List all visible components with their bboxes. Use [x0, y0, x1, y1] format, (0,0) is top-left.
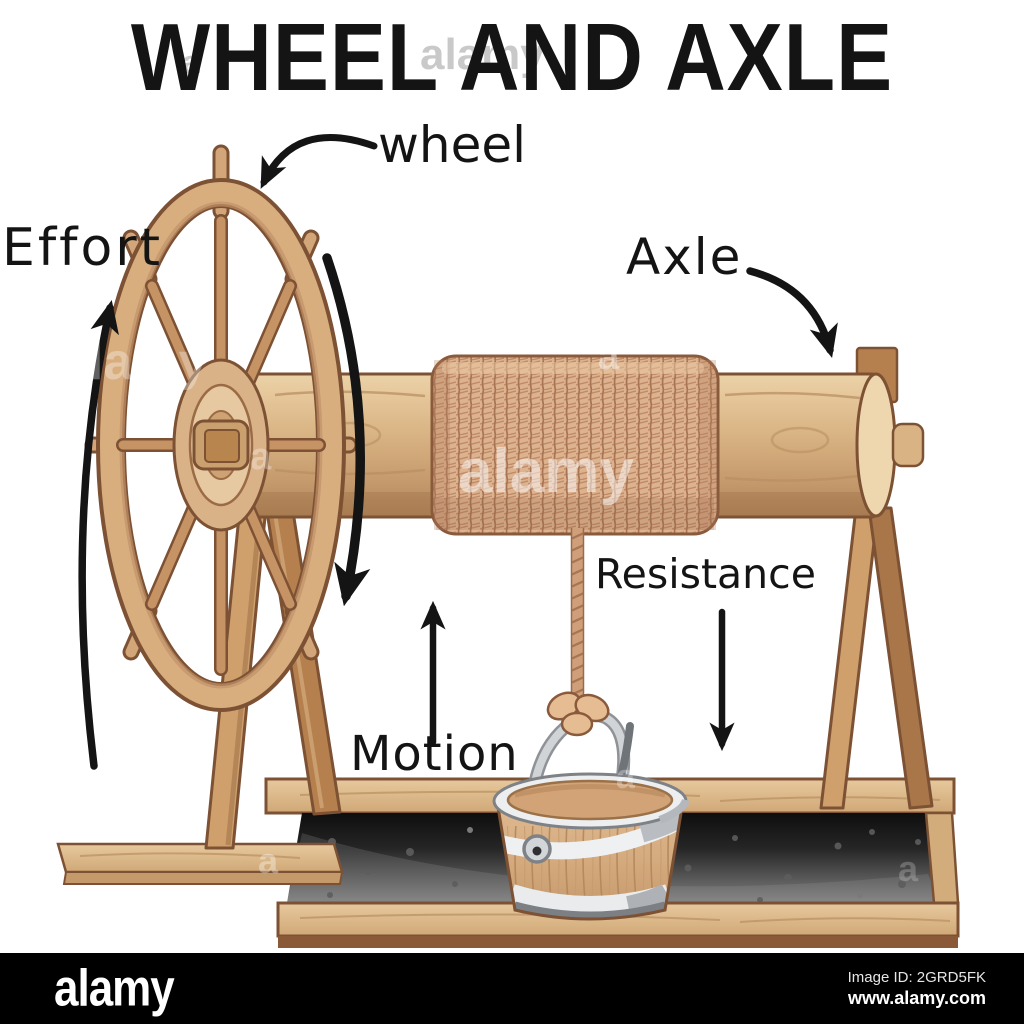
- axle-arrow-icon: [746, 267, 838, 358]
- bucket: [492, 772, 690, 921]
- label-axle: Axle: [626, 228, 743, 286]
- rope-knot: [546, 691, 610, 737]
- image-id-text: Image ID: 2GRD5FK: [847, 969, 986, 986]
- annotation-arrows: [78, 134, 838, 770]
- right-support-frame: [819, 346, 934, 810]
- alamy-logo: alamy: [54, 959, 175, 1017]
- base-plank: [56, 842, 344, 885]
- label-motion: Motion: [350, 726, 519, 782]
- label-resistance: Resistance: [595, 550, 816, 598]
- well-front-rail: [276, 901, 960, 948]
- hanging-rope: [570, 528, 585, 704]
- label-effort: Effort: [2, 218, 164, 278]
- effort-arrow-icon: [78, 299, 119, 770]
- rope-coil: [430, 354, 720, 536]
- label-wheel: wheel: [378, 116, 526, 174]
- site-url-text: www.alamy.com: [847, 988, 986, 1008]
- wheel-arrow-icon: [260, 134, 378, 189]
- ships-wheel: [84, 144, 358, 712]
- footer-bar: alamy Image ID: 2GRD5FK www.alamy.com: [0, 953, 1024, 1024]
- page-title: WHEEL AND AXLE: [130, 3, 894, 111]
- rotation-arrow-icon: [322, 253, 371, 607]
